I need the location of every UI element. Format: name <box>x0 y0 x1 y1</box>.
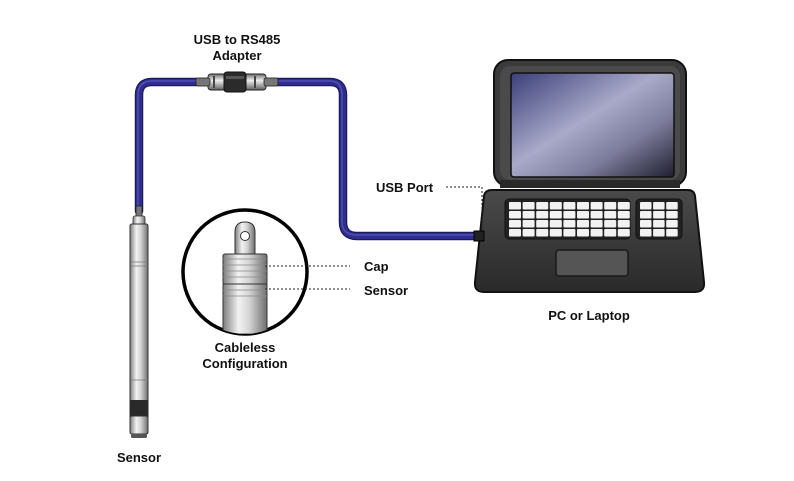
sensor-callout-label: Sensor <box>364 283 408 298</box>
keyboard-key <box>590 229 603 237</box>
keyboard-key <box>536 220 549 228</box>
keyboard-key <box>604 202 617 210</box>
cableless-label-line2: Configuration <box>202 356 287 371</box>
laptop-screen <box>510 72 675 178</box>
keyboard-key <box>617 220 630 228</box>
sensor-probe <box>129 205 149 438</box>
keyboard-key <box>549 220 562 228</box>
keyboard-key <box>590 202 603 210</box>
pc-label: PC or Laptop <box>548 308 630 323</box>
laptop <box>473 59 706 293</box>
numpad-key <box>666 211 678 219</box>
keyboard-key <box>617 229 630 237</box>
keyboard-key <box>563 220 576 228</box>
adapter-label-line2: Adapter <box>212 48 261 63</box>
keyboard-key <box>509 211 521 219</box>
keyboard-key <box>577 220 589 228</box>
usb-plug <box>473 230 485 242</box>
keyboard-key <box>604 211 617 219</box>
numpad-key <box>640 202 652 210</box>
keyboard-key <box>536 202 549 210</box>
cableless-configuration-inset <box>181 208 309 336</box>
numpad-key <box>640 220 652 228</box>
numpad <box>640 202 678 237</box>
numpad-key <box>640 229 652 237</box>
keyboard-key <box>563 229 576 237</box>
keyboard-key <box>549 211 562 219</box>
keyboard-key <box>563 211 576 219</box>
keyboard-key <box>577 211 589 219</box>
keyboard-key <box>522 211 535 219</box>
cableless-label-line1: Cableless <box>215 340 276 355</box>
numpad-key <box>666 202 678 210</box>
keyboard-key <box>617 202 630 210</box>
keyboard-key <box>604 220 617 228</box>
keyboard-key <box>509 229 521 237</box>
keyboard-key <box>577 229 589 237</box>
keyboard-key <box>590 211 603 219</box>
keyboard-key <box>536 229 549 237</box>
keyboard-key <box>590 220 603 228</box>
keyboard-key <box>522 220 535 228</box>
adapter-label-line1: USB to RS485 <box>194 32 281 47</box>
keyboard <box>509 202 630 237</box>
rs485-cable <box>134 77 483 241</box>
numpad-key <box>666 220 678 228</box>
numpad-key <box>653 220 665 228</box>
keyboard-key <box>577 202 589 210</box>
keyboard-key <box>509 220 521 228</box>
keyboard-key <box>617 211 630 219</box>
usb-rs485-adapter <box>195 71 279 93</box>
keyboard-key <box>536 211 549 219</box>
numpad-key <box>666 229 678 237</box>
keyboard-key <box>604 229 617 237</box>
keyboard-key <box>549 202 562 210</box>
numpad-key <box>640 211 652 219</box>
keyboard-key <box>522 202 535 210</box>
keyboard-key <box>509 202 521 210</box>
keyboard-key <box>522 229 535 237</box>
sensor-label: Sensor <box>117 450 161 465</box>
touchpad <box>555 249 629 277</box>
keyboard-key <box>549 229 562 237</box>
numpad-key <box>653 229 665 237</box>
cap-label: Cap <box>364 259 389 274</box>
numpad-key <box>653 202 665 210</box>
keyboard-key <box>563 202 576 210</box>
numpad-key <box>653 211 665 219</box>
usb-port-label: USB Port <box>376 180 434 195</box>
